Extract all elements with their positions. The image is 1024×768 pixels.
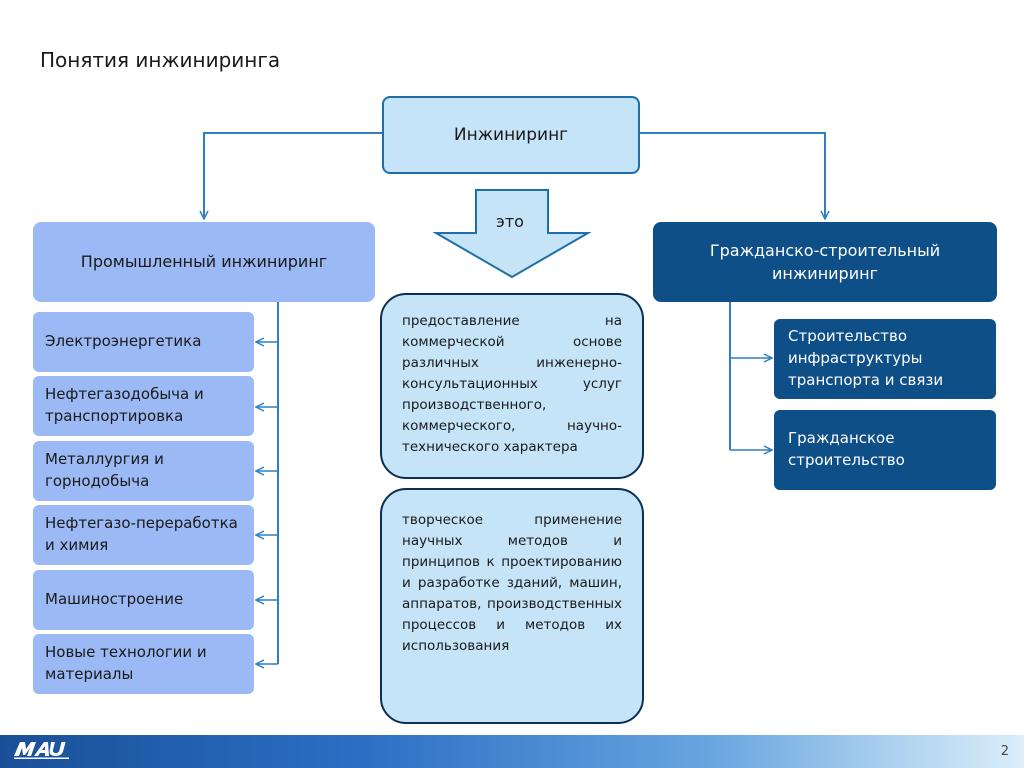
- industrial-item: Новые технологии и материалы: [33, 634, 254, 694]
- industrial-engineering-box: Промышленный инжиниринг: [33, 222, 375, 302]
- industrial-item: Нефтегазодобыча и транспортировка: [33, 376, 254, 436]
- civil-item: Гражданское строительство: [774, 410, 996, 490]
- industrial-item-label: Нефтегазо-переработка и химия: [45, 514, 238, 554]
- industrial-item-label: Машиностроение: [45, 590, 184, 609]
- civil-item-label: Гражданское строительство: [788, 429, 905, 469]
- arrow-label: это: [496, 212, 524, 231]
- industrial-item: Электроэнергетика: [33, 312, 254, 372]
- civil-engineering-box: Гражданско-строительный инжиниринг: [653, 222, 997, 302]
- main-concept-label: Инжиниринг: [453, 124, 569, 145]
- civil-item-label: Строительство инфраструктуры транспорта …: [788, 327, 944, 389]
- connector-main-to-civil: [640, 132, 825, 219]
- industrial-engineering-label: Промышленный инжиниринг: [80, 252, 328, 272]
- down-arrow-shape: [432, 189, 592, 279]
- industrial-item: Нефтегазо-переработка и химия: [33, 505, 254, 565]
- slide-title: Понятия инжиниринга: [40, 48, 281, 72]
- definition-text: предоставление на коммерческой основе ра…: [402, 313, 622, 455]
- page-number: 2: [1000, 744, 1009, 759]
- main-concept-box: Инжиниринг: [382, 96, 640, 174]
- footer-bar: [0, 735, 1024, 768]
- industrial-item-label: Нефтегазодобыча и транспортировка: [45, 385, 204, 425]
- connector-main-to-industrial: [204, 132, 382, 219]
- industrial-item: Машиностроение: [33, 570, 254, 630]
- industrial-item-label: Новые технологии и материалы: [45, 643, 207, 683]
- definition-text: творческое применение научных методов и …: [402, 512, 622, 654]
- university-logo-icon: [14, 742, 69, 759]
- civil-engineering-label: Гражданско-строительный инжиниринг: [709, 240, 941, 283]
- definition-box: творческое применение научных методов и …: [380, 488, 644, 724]
- definition-box: предоставление на коммерческой основе ра…: [380, 293, 644, 479]
- industrial-item-label: Электроэнергетика: [45, 332, 202, 351]
- civil-item: Строительство инфраструктуры транспорта …: [774, 319, 996, 399]
- industrial-item-label: Металлургия и горнодобыча: [45, 450, 164, 490]
- industrial-item: Металлургия и горнодобыча: [33, 441, 254, 501]
